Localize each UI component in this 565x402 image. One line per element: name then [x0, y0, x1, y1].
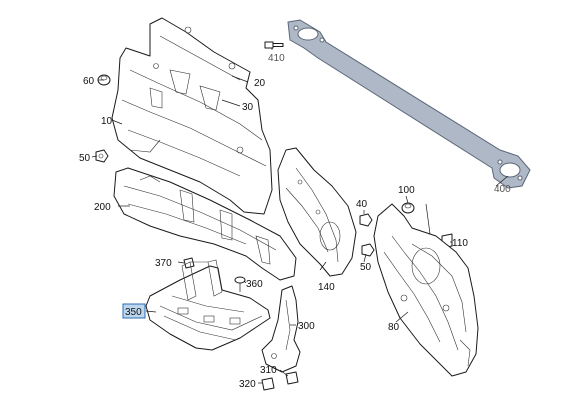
callout-110[interactable]: 110	[452, 238, 468, 249]
clip-50-right-part[interactable]	[361, 243, 375, 257]
callout-410[interactable]: 410	[268, 53, 285, 64]
callout-60[interactable]: 60	[83, 76, 95, 87]
callout-350[interactable]: 350	[125, 307, 142, 318]
callout-360[interactable]: 360	[246, 279, 263, 290]
part-320[interactable]	[261, 377, 275, 391]
fastener-40-part[interactable]	[359, 213, 373, 227]
battery-tray-part[interactable]	[145, 259, 271, 351]
callout-300[interactable]: 300	[298, 321, 315, 332]
callout-50-right[interactable]: 50	[360, 262, 372, 273]
callout-20[interactable]: 20	[254, 78, 266, 89]
nut-100-part[interactable]	[401, 202, 415, 214]
part-310[interactable]	[285, 371, 299, 385]
callout-50-left[interactable]: 50	[79, 153, 91, 164]
center-insulation-panel-part[interactable]	[277, 147, 357, 277]
screw-360-part[interactable]	[234, 276, 246, 292]
callout-350-highlight	[122, 303, 146, 319]
strut-brace-part[interactable]	[287, 19, 531, 189]
callout-40[interactable]: 40	[356, 199, 368, 210]
callout-320[interactable]: 320	[239, 379, 256, 390]
callout-80[interactable]: 80	[388, 322, 400, 333]
callout-labels: 10 20 30 60 50 200 410 400 40 100 110 50…	[79, 53, 511, 390]
bolt-410-part[interactable]	[264, 41, 284, 49]
leader-lines	[91, 48, 509, 384]
callout-10[interactable]: 10	[101, 116, 113, 127]
callout-200[interactable]: 200	[94, 202, 111, 213]
firewall-lower-insulation-part[interactable]	[113, 167, 297, 281]
firewall-upper-panel-part[interactable]	[111, 17, 273, 215]
wheel-arch-panel-part[interactable]	[373, 203, 479, 377]
callout-100[interactable]: 100	[398, 185, 415, 196]
clip-370-part[interactable]	[183, 257, 195, 269]
callout-400[interactable]: 400	[494, 184, 511, 195]
callout-370[interactable]: 370	[155, 258, 172, 269]
clip-50-left-part[interactable]	[95, 149, 109, 163]
callout-140[interactable]: 140	[318, 282, 335, 293]
bracket-300-part[interactable]	[261, 285, 301, 373]
callout-30[interactable]: 30	[242, 102, 254, 113]
callout-310[interactable]: 310	[260, 365, 277, 376]
